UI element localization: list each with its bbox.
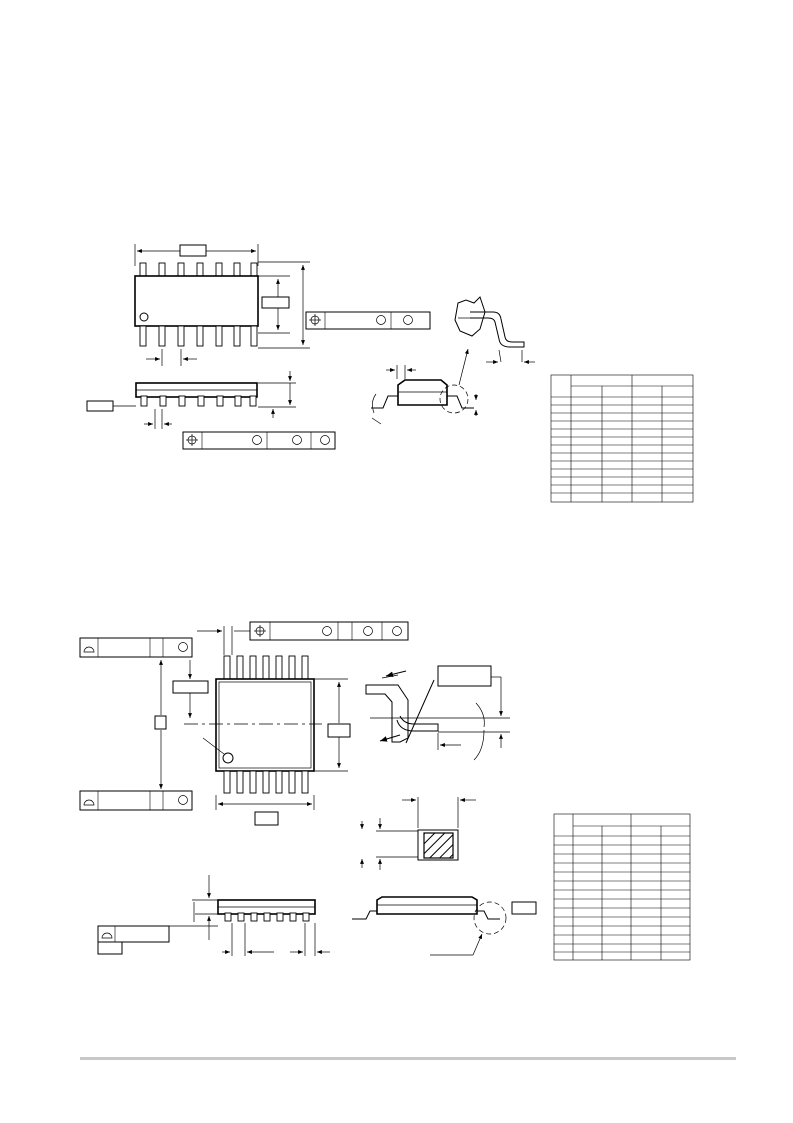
body-width-label-box: [261, 296, 290, 309]
reference-label-box: [172, 680, 209, 694]
bottom-detail-label-box: [511, 901, 537, 915]
bottom-top-view: [184, 655, 351, 826]
pin1-marker: [139, 312, 149, 322]
footer-rule: [80, 1057, 736, 1060]
bottom-side-view-leads: [224, 912, 310, 922]
bottom-detail-circle: [473, 901, 507, 935]
bottom-upper-leads: [223, 655, 309, 680]
bottom-package-drawing: [79, 621, 691, 961]
bottom-lower-leads: [223, 770, 309, 794]
detail-circle: [439, 384, 469, 414]
seating-plane-label-box: [86, 400, 114, 412]
top-tolerance-frame-2: [182, 431, 336, 450]
bottom-lead-form-view: [365, 665, 510, 761]
top-package-drawing: [86, 244, 694, 503]
bottom-seating-label-box: [97, 925, 170, 943]
top-view-body: [134, 275, 259, 327]
bottom-tolerance-frame-lower-left: [79, 790, 193, 811]
bottom-dimension-table: [553, 813, 691, 961]
side-view-leads: [140, 395, 257, 407]
lead-detail-view: [454, 296, 535, 364]
bottom-body-width-label-box: [327, 723, 351, 738]
top-width-label-box: [179, 244, 207, 257]
bottom-tolerance-frame-top: [197, 621, 409, 655]
bottom-length-label-box: [254, 811, 279, 826]
datum-label-box: [154, 715, 167, 730]
top-view: [134, 244, 310, 366]
bottom-side-view: [97, 875, 330, 956]
top-dimension-table: [550, 374, 694, 503]
bottom-section-view: [360, 797, 476, 870]
top-view-upper-leads: [139, 262, 258, 277]
bottom-end-view: [352, 896, 537, 956]
bottom-pin1-marker: [222, 752, 234, 764]
top-view-lower-leads: [139, 325, 258, 347]
bottom-tolerance-frame-upper-left: [79, 637, 193, 658]
side-view: [86, 371, 296, 429]
top-tolerance-frame-1: [305, 311, 431, 330]
end-view: [371, 348, 478, 425]
gauge-plane-label-box: [437, 665, 492, 687]
